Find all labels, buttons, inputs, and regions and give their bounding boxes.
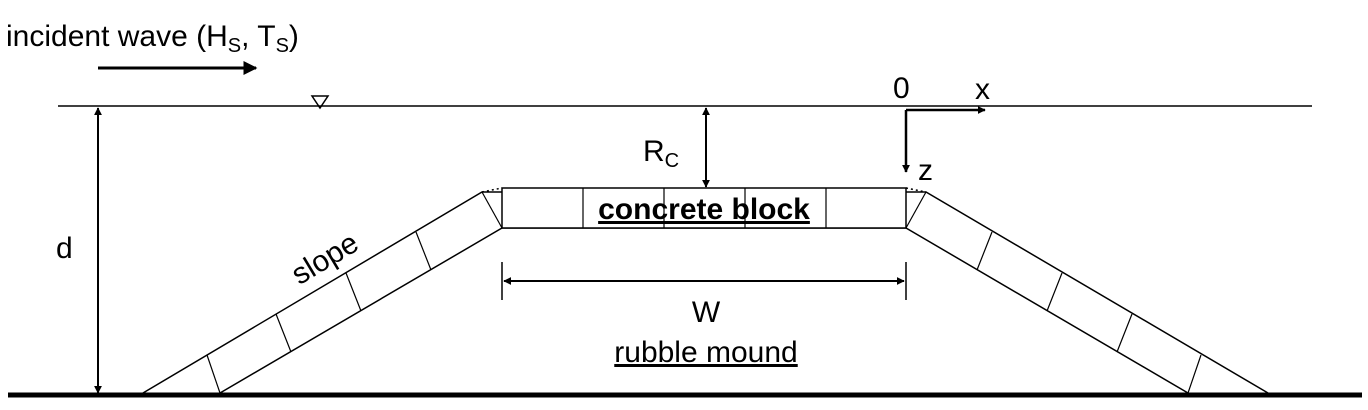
origin-label: 0 (893, 72, 910, 105)
incident-wave-text-suffix: ) (289, 20, 299, 53)
depth-label: d (56, 232, 73, 265)
incident-wave-ts-subscript: S (276, 35, 289, 57)
incident-wave-label: incident wave (HS, TS) (6, 20, 299, 57)
left-slope-joint (206, 354, 221, 394)
left-slope-joint (345, 272, 362, 312)
incident-wave-text-mid: , T (241, 20, 275, 53)
concrete-block-label: concrete block (598, 193, 810, 226)
right-slope-joint (905, 191, 927, 229)
right-slope-joint (976, 231, 993, 271)
x-axis-label: x (975, 73, 990, 106)
crest-freeboard-label: RC (643, 135, 679, 172)
right-crest-corner (905, 187, 927, 193)
left-slope-joint (481, 191, 503, 229)
crest-freeboard-r: R (643, 135, 665, 168)
crest-freeboard-subscript: C (665, 150, 679, 172)
z-axis-label: z (918, 154, 933, 187)
water-level-marker-icon (310, 95, 330, 110)
left-slope-joint (275, 313, 292, 353)
right-slope-joint (1116, 313, 1133, 353)
left-slope-joint (415, 231, 432, 271)
right-slope-joint (1046, 272, 1063, 312)
right-slope-joint (1187, 354, 1202, 394)
left-crest-corner (481, 187, 503, 193)
concrete-block (501, 187, 907, 229)
crest-width-label: W (692, 296, 721, 329)
incident-wave-text-prefix: incident wave (H (6, 20, 228, 53)
incident-wave-hs-subscript: S (228, 35, 241, 57)
rubble-mound-label: rubble mound (614, 336, 797, 369)
slope-label: slope (286, 226, 364, 291)
